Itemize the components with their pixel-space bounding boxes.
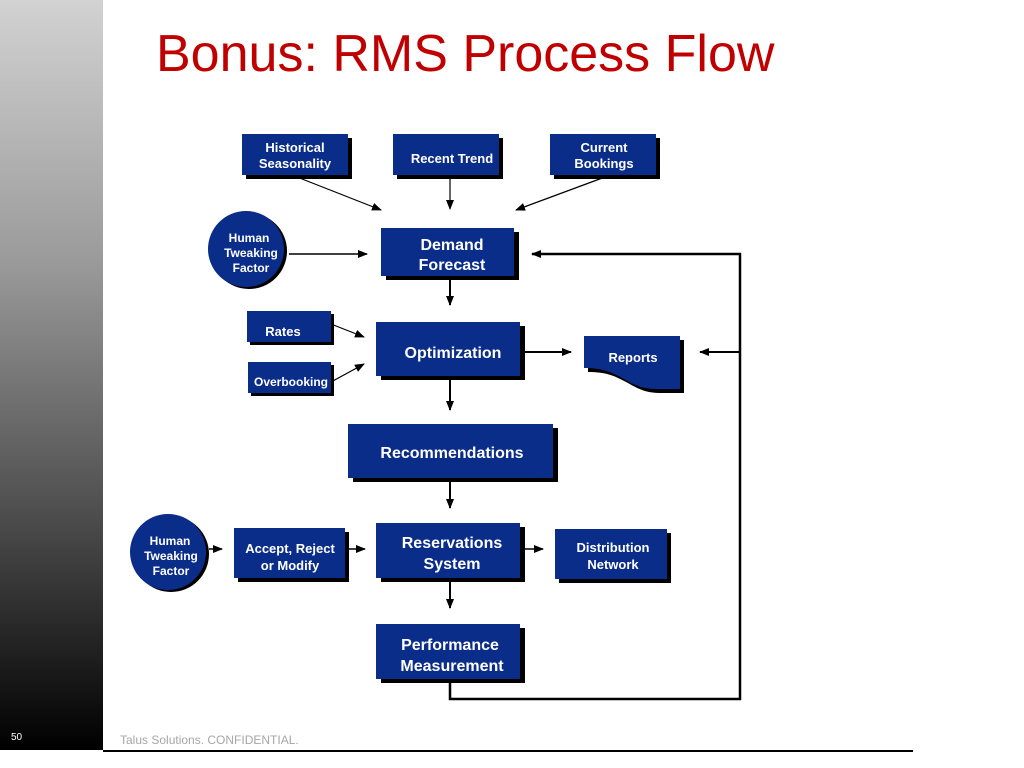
overbooking-box: Overbooking bbox=[248, 362, 334, 396]
box-line: Measurement bbox=[400, 658, 504, 675]
page-number: 50 bbox=[11, 732, 23, 743]
box-line: Distribution bbox=[577, 540, 650, 555]
circle-line: Human bbox=[150, 534, 191, 548]
box-line: Overbooking bbox=[254, 375, 328, 389]
box-line: Historical bbox=[265, 140, 324, 155]
circle-line: Human bbox=[229, 231, 270, 245]
sidebar-gradient: 50 bbox=[0, 0, 103, 750]
box-line: Demand bbox=[420, 237, 483, 254]
svg-text:Recommendations: Recommendations bbox=[380, 445, 523, 462]
svg-text:Optimization: Optimization bbox=[405, 345, 502, 362]
svg-text:Recent Trend: Recent Trend bbox=[411, 151, 493, 166]
accept-reject-modify-box: Accept, Reject or Modify bbox=[234, 528, 349, 582]
box-line: or Modify bbox=[261, 558, 320, 573]
arrow-bookings-to-forecast bbox=[515, 176, 606, 211]
circle-line: Tweaking bbox=[144, 549, 198, 563]
connectors bbox=[209, 176, 742, 701]
box-line: Recent Trend bbox=[411, 151, 493, 166]
svg-text:Reports: Reports bbox=[608, 350, 657, 365]
footer-confidential: Talus Solutions. CONFIDENTIAL. bbox=[120, 733, 299, 747]
box-line: Bookings bbox=[574, 156, 633, 171]
reports-document: Reports bbox=[584, 336, 684, 393]
box-line: Reservations bbox=[402, 535, 503, 552]
rates-box: Rates bbox=[247, 311, 334, 345]
svg-text:Overbooking: Overbooking bbox=[254, 375, 328, 389]
circle-line: Tweaking bbox=[224, 246, 278, 260]
recent-trend-box: Recent Trend bbox=[393, 134, 503, 179]
box-line: Current bbox=[581, 140, 629, 155]
box-line: Optimization bbox=[405, 345, 502, 362]
box-line: Performance bbox=[401, 637, 499, 654]
box-line: Accept, Reject bbox=[245, 541, 335, 556]
box-line: System bbox=[424, 556, 481, 573]
recommendations-box: Recommendations bbox=[348, 424, 558, 482]
slide-title: Bonus: RMS Process Flow bbox=[156, 25, 775, 83]
footer-rule bbox=[103, 750, 913, 752]
svg-text:Rates: Rates bbox=[265, 324, 300, 339]
arrow-historical-to-forecast bbox=[296, 176, 382, 211]
box-line: Recommendations bbox=[380, 445, 523, 462]
box-line: Forecast bbox=[419, 257, 486, 274]
arrow-overbooking-to-optimization bbox=[330, 363, 365, 383]
box-line: Seasonality bbox=[259, 156, 332, 171]
optimization-box: Optimization bbox=[376, 322, 525, 380]
box-line: Reports bbox=[608, 350, 657, 365]
circle-line: Factor bbox=[233, 261, 270, 275]
box-line: Network bbox=[587, 557, 639, 572]
feedback-loop-line bbox=[448, 250, 742, 701]
arrow-rates-to-optimization bbox=[330, 323, 365, 338]
circle-line: Factor bbox=[153, 564, 190, 578]
box-line: Rates bbox=[265, 324, 300, 339]
